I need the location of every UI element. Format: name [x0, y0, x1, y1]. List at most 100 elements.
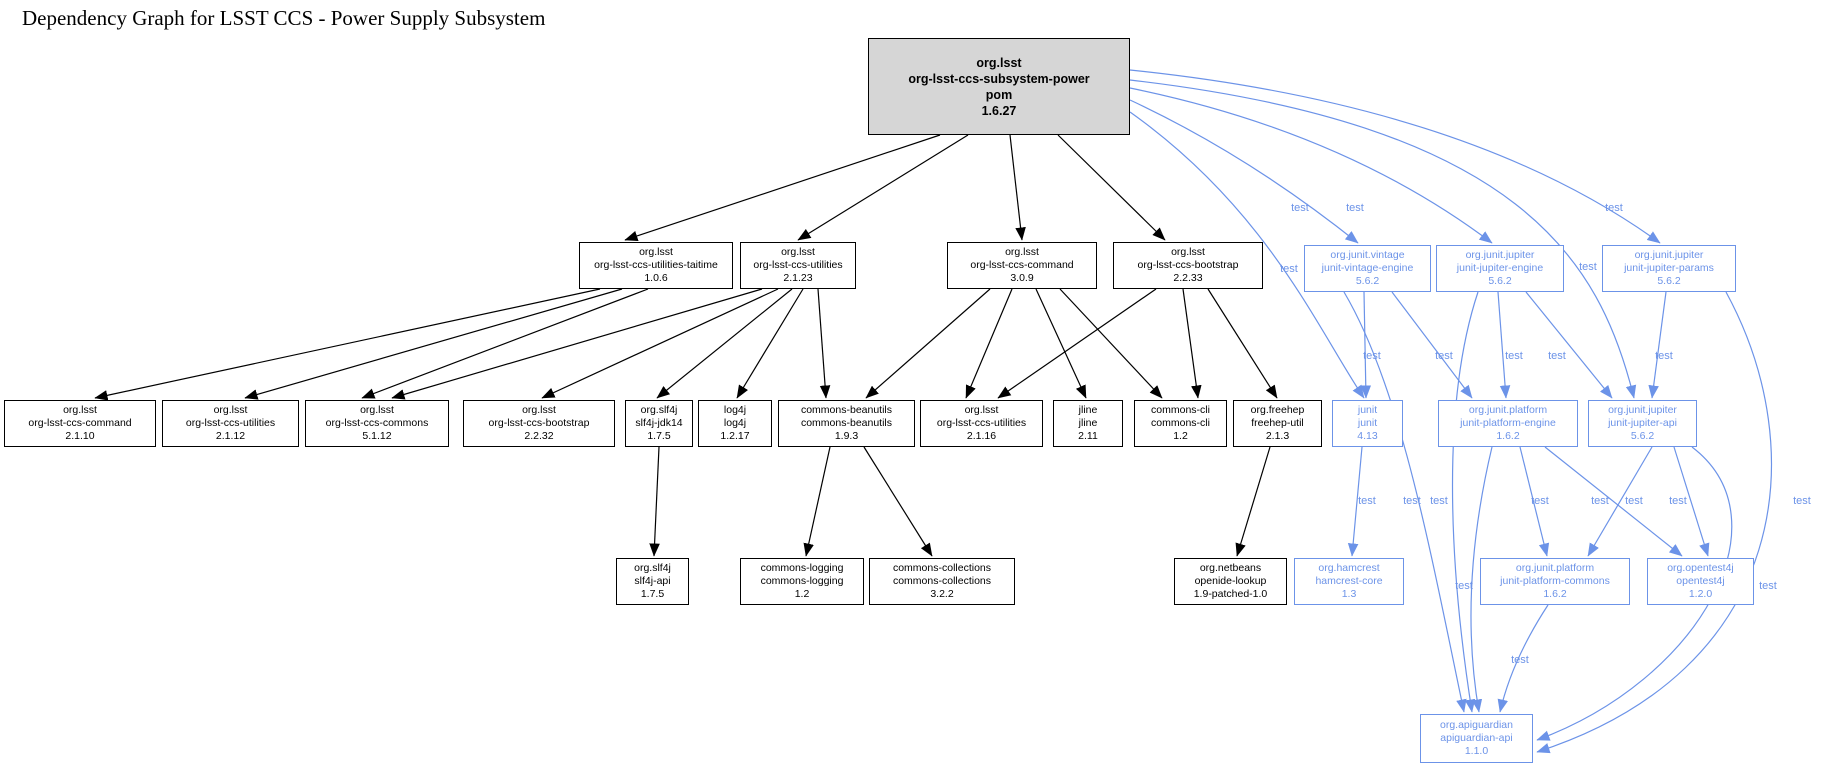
node-line: org-lsst-ccs-subsystem-power	[908, 71, 1090, 86]
node-line: org.apiguardian	[1440, 719, 1513, 731]
edge-root-taitime	[624, 134, 941, 242]
node-line: 5.1.12	[362, 430, 392, 442]
node-line: commons-logging	[760, 575, 844, 587]
node-line: 2.2.32	[524, 430, 554, 442]
node-line: junit-jupiter-engine	[1456, 262, 1544, 274]
node-line: junit-jupiter-api	[1608, 417, 1677, 429]
edge-label-junit-hamcrest: test	[1358, 495, 1376, 507]
node-line: 5.6.2	[1657, 275, 1681, 287]
edge-pengine-pcommons	[1519, 446, 1550, 557]
node-line: org.opentest4j	[1667, 562, 1734, 574]
edge-root-boot233	[1057, 134, 1166, 241]
node-line: org-lsst-ccs-utilities	[753, 259, 843, 271]
edge-vintage-apiguardian	[1343, 291, 1467, 713]
node-line: 5.6.2	[1355, 275, 1380, 287]
node-line: opentest4j	[1676, 575, 1725, 587]
node-line: org-lsst-ccs-bootstrap	[1137, 259, 1239, 271]
edge-boot233-freehep	[1207, 288, 1278, 399]
node-line: org.lsst	[213, 404, 248, 416]
edge-utils23-slf4jjdk14	[656, 288, 793, 399]
node-line: commons-logging	[760, 562, 844, 574]
node-line: 3.0.9	[1010, 272, 1034, 284]
edge-label-vintage-pengine: test	[1435, 350, 1453, 362]
node-line: org.slf4j	[634, 562, 671, 574]
node-line: org.netbeans	[1199, 562, 1262, 574]
edge-label-root-jparams: test	[1605, 202, 1623, 214]
node-line: 1.7.5	[647, 430, 671, 442]
node-line: jline	[1078, 404, 1098, 416]
node-line: commons-cli	[1151, 417, 1210, 429]
node-line: junit-vintage-engine	[1321, 262, 1414, 274]
edge-label-pengine-opentest4j: test	[1591, 495, 1609, 507]
node-line: 1.2.17	[720, 430, 750, 442]
node-line: org.lsst	[63, 404, 97, 416]
node-line: 1.0.6	[644, 272, 668, 284]
node-line: 1.6.2	[1543, 588, 1567, 600]
edge-root-vintage	[1129, 99, 1359, 244]
node-line: 5.6.2	[1630, 430, 1655, 442]
edge-label-jengine-japi: test	[1548, 350, 1566, 362]
edge-freehep-openide	[1235, 446, 1271, 557]
node-line: slf4j-jdk14	[635, 417, 683, 429]
edge-junit-hamcrest	[1347, 446, 1363, 557]
edge-label-jparams-apiguardian: test	[1793, 495, 1811, 507]
node-line: 1.2.0	[1688, 588, 1713, 600]
edge-utils23-log4j	[736, 288, 804, 399]
node-line: commons-collections	[892, 562, 992, 574]
edge-boot233-ccli	[1182, 288, 1202, 399]
edge-root-jparams	[1129, 69, 1661, 244]
node-line: 2.1.16	[966, 430, 997, 442]
edge-root-cmd309	[1009, 134, 1026, 241]
node-line: slf4j-api	[634, 575, 671, 587]
node-line: commons-beanutils	[800, 417, 893, 429]
edge-label-jengine-pengine: test	[1505, 350, 1523, 362]
edge-japi-pcommons	[1587, 446, 1653, 557]
edge-label-pengine-apiguardian: test	[1455, 580, 1473, 592]
node-line: 1.2	[794, 588, 810, 600]
node-line: 1.2	[1173, 430, 1188, 442]
node-line: org.lsst	[976, 55, 1022, 70]
node-line: org.lsst	[1171, 246, 1205, 258]
node-line: org-lsst-ccs-command	[28, 417, 132, 429]
edge-label-pengine-pcommons: test	[1531, 495, 1549, 507]
edge-label-japi-apiguardian: test	[1759, 580, 1777, 592]
node-line: org-lsst-ccs-utilities-taitime	[594, 259, 718, 271]
edge-jengine-pengine	[1497, 291, 1511, 399]
edge-pengine-opentest4j	[1544, 446, 1683, 557]
edge-root-junit	[1129, 111, 1365, 399]
edge-beanutils-clogging	[803, 446, 831, 557]
node-line: 3.2.2	[930, 588, 954, 600]
node-line: org-lsst-ccs-command	[970, 259, 1074, 271]
node-line: org.hamcrest	[1318, 562, 1380, 574]
edge-label-root-junit: test	[1280, 263, 1298, 275]
node-line: junit-platform-engine	[1460, 417, 1556, 429]
edge-root-utils23	[797, 134, 969, 241]
node-line: 1.9.3	[834, 430, 859, 442]
graph-title: Dependency Graph for LSST CCS - Power Su…	[22, 6, 546, 30]
edge-jengine-japi	[1525, 291, 1613, 399]
node-line: 4.13	[1357, 430, 1378, 442]
edge-beanutils-ccollections	[863, 446, 933, 557]
node-line: 1.1.0	[1464, 745, 1489, 757]
edge-taitime-utils2112	[244, 288, 623, 400]
edge-root-jengine	[1129, 87, 1493, 244]
node-line: jline	[1078, 417, 1098, 429]
edge-label-vintage-junit: test	[1363, 350, 1381, 362]
edge-cmd309-jline	[1035, 288, 1087, 399]
edge-label-jengine-apiguardian: test	[1430, 495, 1448, 507]
node-line: org.lsst	[1005, 246, 1039, 258]
node-line: 1.3	[1341, 588, 1357, 600]
edge-cmd309-utils2116	[965, 288, 1013, 399]
edge-jengine-apiguardian	[1451, 291, 1479, 713]
node-line: org.lsst	[964, 404, 999, 416]
